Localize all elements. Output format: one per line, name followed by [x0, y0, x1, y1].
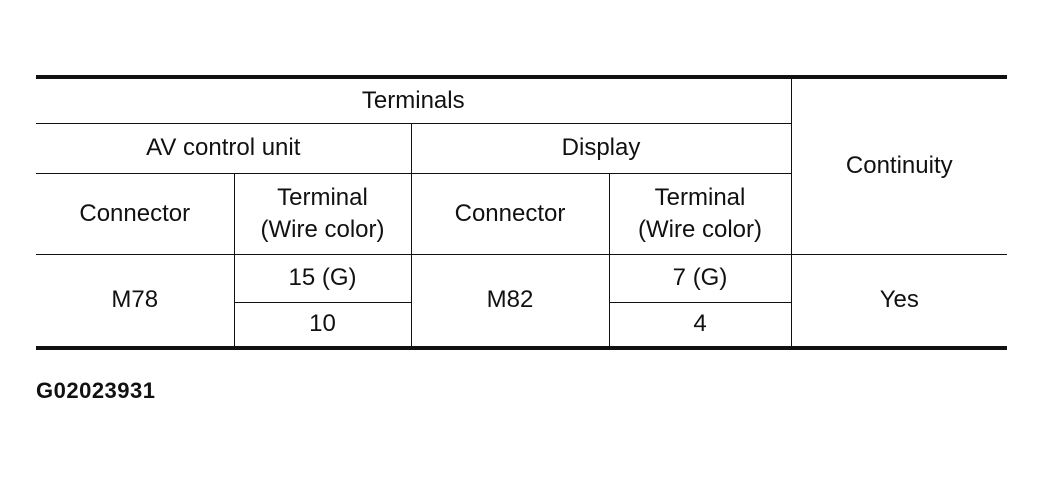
col-header-display-terminal: Terminal (Wire color): [609, 173, 792, 255]
av-connector-cell: M78: [36, 254, 235, 350]
table-row: M78 15 (G) M82 7 (G) Yes: [36, 254, 1008, 350]
header-row-terminals: Terminals Continuity: [36, 75, 1008, 255]
col-header-display-terminal-line2: (Wire color): [638, 215, 762, 243]
header-terminals: Terminals: [36, 75, 792, 124]
header-row-columns: Connector Terminal (Wire color) Connecto…: [36, 173, 1007, 255]
display-connector-cell: M82: [411, 254, 610, 350]
figure-id: G02023931: [36, 378, 156, 403]
header-display: Display: [411, 123, 792, 174]
display-terminal-cell: 4: [609, 302, 792, 350]
col-header-av-connector: Connector: [36, 173, 235, 255]
continuity-table: Terminals Continuity AV control unit Dis…: [36, 75, 1008, 350]
av-terminal-cell: 10: [234, 302, 412, 350]
col-header-av-terminal: Terminal (Wire color): [234, 173, 412, 255]
header-continuity: Continuity: [791, 75, 1008, 255]
display-terminal-cell: 7 (G): [609, 254, 792, 303]
continuity-table-container: Terminals Continuity AV control unit Dis…: [36, 75, 1008, 350]
col-header-display-terminal-line1: Terminal: [654, 183, 746, 211]
av-terminal-cell: 15 (G): [234, 254, 412, 303]
col-header-av-terminal-line2: (Wire color): [260, 215, 385, 243]
col-header-display-connector: Connector: [411, 173, 610, 255]
header-av-control-unit: AV control unit: [36, 123, 412, 174]
table-row: 10 4: [36, 302, 1007, 350]
header-row-devices: AV control unit Display: [36, 123, 1007, 174]
continuity-cell: Yes: [791, 254, 1008, 350]
col-header-av-terminal-line1: Terminal: [277, 183, 368, 211]
